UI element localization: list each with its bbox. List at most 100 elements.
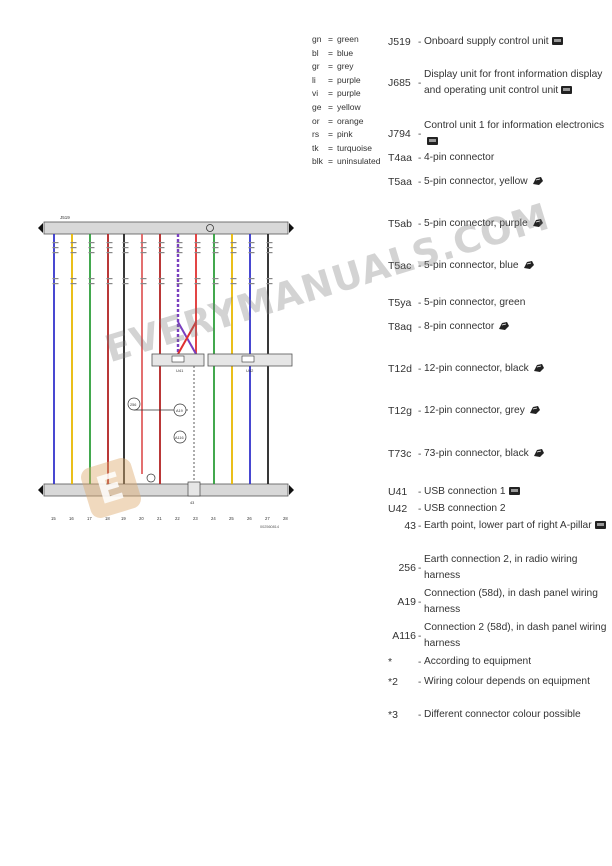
wire-label-mark (88, 247, 95, 249)
colour-key-code: rs (312, 129, 320, 140)
wire-label-mark (52, 247, 59, 249)
legend-row: A116-Connection 2 (58d), in dash panel w… (388, 620, 608, 652)
colour-key-eq: = (328, 74, 333, 85)
colour-key-name: green (337, 34, 359, 44)
colour-key-row: gn=green (312, 33, 390, 47)
legend-description: 8-pin connector (424, 319, 608, 335)
legend-row: T5ya-5-pin connector, green (388, 295, 608, 311)
picture-icon (427, 137, 438, 146)
wire-label-mark (52, 278, 59, 280)
wire-label-mark (140, 242, 147, 244)
wire-label-mark (176, 252, 183, 254)
legend-separator: - (418, 297, 422, 309)
legend-code: T5aa (388, 176, 412, 188)
bottom-connector-bar (43, 483, 289, 497)
legend-row: T5ac-5-pin connector, blue (388, 258, 608, 274)
legend-row: 256-Earth connection 2, in radio wiring … (388, 552, 608, 584)
picture-icon (594, 521, 606, 530)
column-number: 16 (69, 516, 74, 521)
colour-key-row: or=orange (312, 115, 390, 129)
wire-label-mark (70, 278, 77, 280)
wire-label-mark (106, 283, 113, 285)
wire-label-mark (230, 247, 237, 249)
left-arrow-top (38, 223, 43, 233)
legend-description-text: USB connection 1 (424, 486, 506, 497)
colour-key-eq: = (328, 101, 333, 112)
legend-code: T5ab (388, 218, 412, 230)
connection-node-a116 (173, 430, 187, 444)
legend-code: 256 (398, 562, 416, 574)
legend-description: 12-pin connector, grey (424, 403, 608, 419)
colour-key-code: bl (312, 47, 319, 58)
colour-key-eq: = (328, 34, 333, 44)
legend-separator: - (418, 128, 422, 140)
colour-key-eq: = (328, 61, 333, 72)
legend-description-text: 5-pin connector, blue (424, 260, 519, 271)
legend-code: T5ac (388, 260, 412, 272)
column-number: 27 (265, 516, 270, 521)
wire-label-mark (248, 247, 255, 249)
wire-label-mark (212, 252, 219, 254)
legend-description-text: Different connector colour possible (424, 709, 581, 720)
column-number: 17 (87, 516, 92, 521)
column-number: 19 (121, 516, 126, 521)
legend-description-text: 5-pin connector, purple (424, 218, 528, 229)
node-label-a19: A19 (176, 409, 183, 413)
legend-separator: - (418, 321, 422, 333)
usb-port-icon-1 (171, 355, 185, 363)
legend-row: J794-Control unit 1 for information elec… (388, 118, 608, 150)
legend-code: U41 (388, 486, 408, 498)
right-arrow-top (289, 223, 294, 233)
wire-label-mark (194, 242, 201, 244)
legend-code: A116 (392, 630, 416, 642)
legend-separator: - (418, 152, 422, 164)
legend-row: *2-Wiring colour depends on equipment (388, 674, 608, 690)
wire-label-mark (176, 242, 183, 244)
legend-row: T5ab-5-pin connector, purple (388, 216, 608, 232)
wire-label-mark (122, 247, 129, 249)
colour-key-name: yellow (337, 101, 361, 112)
legend-row: U41-USB connection 1 (388, 484, 608, 500)
colour-key-name: turquoise (337, 142, 372, 153)
legend-description: 73-pin connector, black (424, 446, 608, 462)
wire-label-mark (158, 252, 165, 254)
column-number: 21 (157, 516, 162, 521)
column-number: 22 (175, 516, 180, 521)
legend-description-text: Earth point, lower part of right A-pilla… (424, 520, 592, 531)
legend-row: T8aq-8-pin connector (388, 319, 608, 335)
legend-code: J519 (388, 36, 411, 48)
earth-point-43 (187, 481, 201, 497)
wire-label-mark (212, 242, 219, 244)
colour-key-eq: = (328, 47, 333, 58)
wire-label-mark (70, 283, 77, 285)
wire-label-mark (122, 278, 129, 280)
column-number: 26 (247, 516, 252, 521)
legend-description: Control unit 1 for information electroni… (424, 118, 608, 150)
connector-icon (533, 363, 545, 373)
legend-description-text: Onboard supply control unit (424, 36, 549, 47)
connector-icon (532, 218, 544, 228)
column-number: 15 (51, 516, 56, 521)
legend-description: USB connection 2 (424, 501, 608, 517)
legend-description: USB connection 1 (424, 484, 608, 500)
legend-separator: - (418, 503, 422, 515)
wire-label-mark (230, 242, 237, 244)
legend-row: T73c-73-pin connector, black (388, 446, 608, 462)
legend-separator: - (418, 363, 422, 375)
wire-label-mark (140, 247, 147, 249)
legend-description: Connection 2 (58d), in dash panel wiring… (424, 620, 608, 652)
column-number: 18 (105, 516, 110, 521)
colour-key-code: blk (312, 156, 323, 167)
wire-label-mark (70, 247, 77, 249)
legend-description: Different connector colour possible (424, 707, 608, 723)
connector-icon (523, 260, 535, 270)
legend-description-text: Connection (58d), in dash panel wiring h… (424, 588, 598, 615)
wire-label-mark (52, 252, 59, 254)
legend-separator: - (418, 520, 422, 532)
legend-description: Earth point, lower part of right A-pilla… (424, 518, 608, 534)
wire-label-mark (106, 252, 113, 254)
colour-key-name: blue (337, 47, 354, 58)
wire-label-mark (88, 283, 95, 285)
legend-description: Onboard supply control unit (424, 34, 608, 50)
